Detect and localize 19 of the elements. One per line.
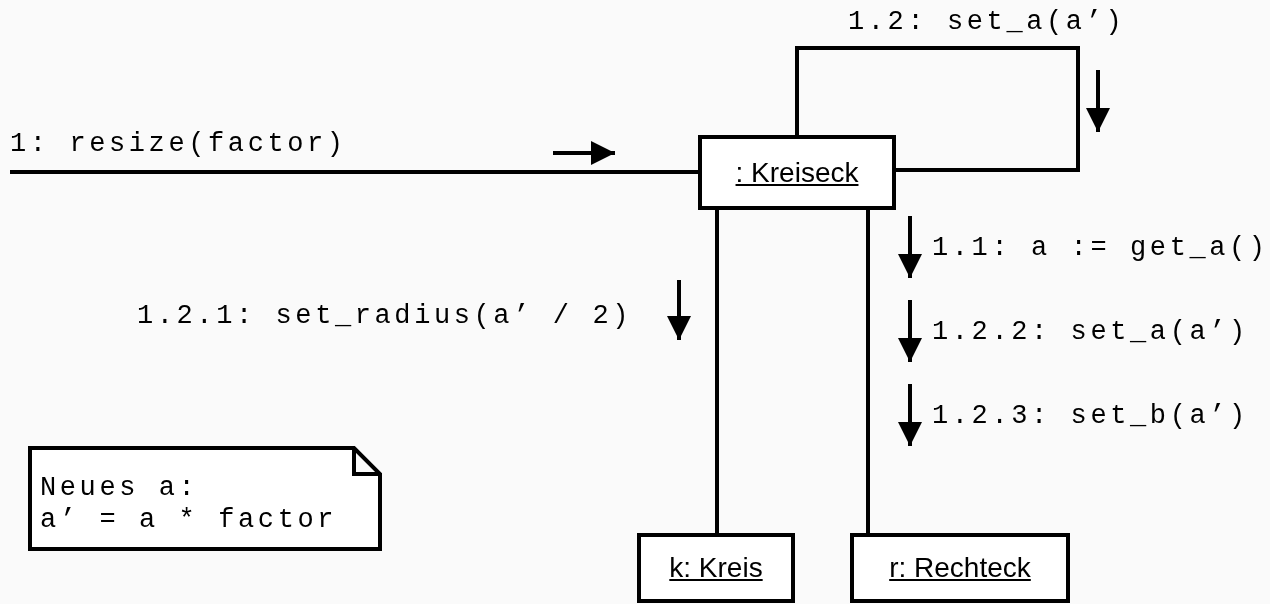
object-box (637, 533, 795, 603)
association-line (10, 170, 698, 174)
message-label: 1.1: a := get_a() (932, 232, 1269, 264)
note-box (28, 446, 382, 551)
message-label: 1.2.3: set_b(a’) (932, 400, 1249, 432)
message-label: 1.2.2: set_a(a’) (932, 316, 1249, 348)
note-text: a’ = a * factor (40, 504, 338, 536)
object-name: : Kreiseck (735, 156, 859, 189)
association-line (795, 46, 1080, 172)
association-line (715, 210, 719, 533)
note-text: Neues a: (40, 472, 200, 504)
message-label: 1.2: set_a(a’) (848, 6, 1126, 38)
object-name: r: Rechteck (889, 552, 1031, 584)
object-name: k: Kreis (669, 552, 763, 584)
association-line (866, 210, 870, 533)
object-box (850, 533, 1070, 603)
message-label: 1: resize(factor) (10, 128, 347, 160)
message-label: 1.2.1: set_radius(a’ / 2) (136, 300, 632, 332)
object-box (698, 135, 896, 210)
